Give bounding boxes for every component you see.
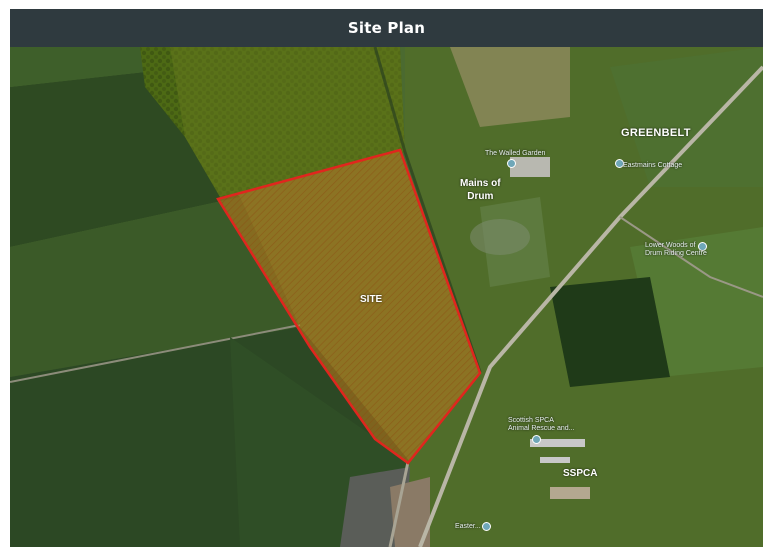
field-w (10, 197, 300, 377)
sspca-label: SSPCA (563, 468, 598, 479)
aerial-map[interactable]: SITE GREENBELT Mains of Drum SSPCA The W… (10, 47, 763, 547)
mains-building (510, 157, 550, 177)
poi-bottom: Easter... (455, 523, 481, 530)
east-road (619, 216, 763, 298)
map-canvas (10, 47, 763, 547)
sspca-building-2 (540, 457, 570, 463)
title-bar: Site Plan (10, 9, 763, 47)
poi-lower-woods: Lower Woods of Drum Riding Centre (645, 242, 707, 257)
field-e (630, 227, 763, 377)
sspca-yard (550, 487, 590, 499)
tree-line (373, 47, 482, 373)
farm-track (10, 324, 301, 383)
greenbelt-label: GREENBELT (621, 127, 691, 139)
map-pin-icon[interactable] (482, 522, 491, 531)
wood-e (550, 277, 670, 387)
map-pin-icon[interactable] (507, 159, 516, 168)
mains-label-line2: Drum (467, 191, 494, 202)
site-hatch (218, 150, 480, 463)
site-plan-frame: Site Plan (10, 9, 763, 547)
site-label: SITE (360, 294, 383, 305)
quarry-area (450, 47, 570, 127)
poi-sspca-centre: Scottish SPCA Animal Rescue and... (508, 417, 575, 432)
page-title: Site Plan (347, 19, 426, 37)
side-road (388, 461, 410, 547)
poi-mains: The Walled Garden (485, 150, 546, 157)
mains-of-drum-label: Mains of Drum (460, 177, 501, 203)
main-road (418, 65, 763, 547)
greenbelt-overlay-n (170, 47, 405, 197)
map-pin-icon[interactable] (532, 435, 541, 444)
field-ne (610, 47, 763, 187)
sspca-building-1 (530, 439, 585, 447)
poi-cottage: Eastmains Cottage (623, 162, 683, 169)
mains-label-line1: Mains of (460, 178, 501, 189)
map-pin-icon[interactable] (698, 242, 707, 251)
site-boundary (216, 148, 482, 465)
map-pin-icon[interactable] (615, 159, 624, 168)
mains-garden-paths (470, 219, 530, 255)
woodland-texture (140, 47, 405, 197)
